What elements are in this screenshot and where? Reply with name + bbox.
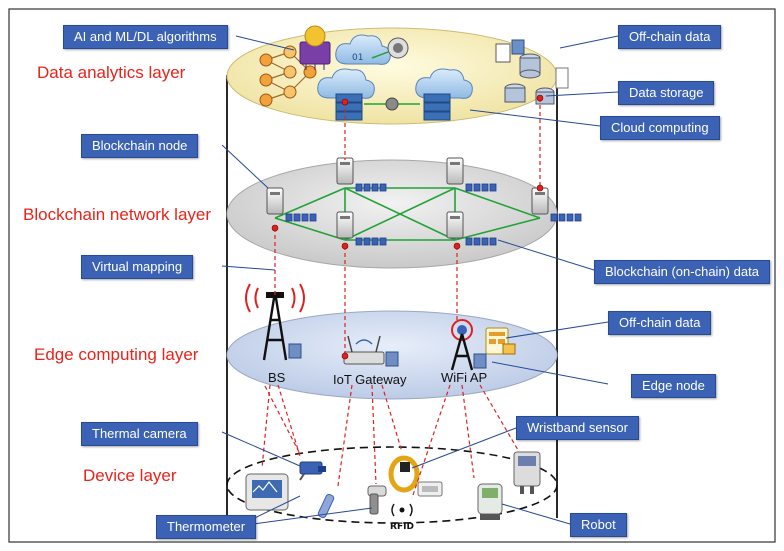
rfid-reader-icon — [417, 481, 443, 497]
robot-icon — [477, 483, 503, 520]
base-station-icon — [245, 283, 305, 361]
server-icon — [336, 157, 354, 185]
device-layer-title: Device layer — [83, 466, 177, 485]
callout-data-storage: Data storage — [618, 81, 715, 105]
data-storage-icon — [495, 39, 569, 105]
callout-edge-node: Edge node — [631, 374, 716, 398]
callout-robot: Robot — [570, 513, 627, 537]
neural-network-icon — [259, 45, 317, 107]
callout-offchain-data-edge: Off-chain data — [608, 311, 712, 335]
blockchain-ledger-blocks — [285, 183, 582, 246]
wifi-access-point-icon — [450, 319, 487, 371]
server-icon — [446, 157, 464, 185]
device-edge-arrows — [261, 384, 519, 499]
server-icon — [336, 211, 354, 239]
connection-dots — [271, 94, 544, 360]
server-icon — [266, 187, 284, 215]
thermometer-gun-icon — [367, 485, 387, 515]
blockchain-mesh-links — [274, 187, 541, 241]
data-analytics-layer-title: Data analytics layer — [37, 63, 186, 82]
callout-wristband-sensor: Wristband sensor — [516, 416, 639, 440]
outer-frame — [8, 8, 776, 543]
callout-offchain-data-top: Off-chain data — [618, 25, 722, 49]
cloud-computing-icon-left — [317, 68, 375, 121]
callout-cloud-computing: Cloud computing — [600, 116, 720, 140]
wifi-ap-label: WiFi AP — [441, 370, 488, 385]
cloud-computing-icon-right — [415, 68, 473, 121]
server-icon — [446, 211, 464, 239]
offchain-data-icon — [485, 327, 516, 355]
thermometer-icon — [317, 493, 335, 519]
wristband-sensor-icon — [388, 455, 420, 493]
callout-thermometer: Thermometer — [156, 515, 257, 539]
edge-computing-layer-title: Edge computing layer — [34, 345, 199, 364]
blockchain-network-layer-title: Blockchain network layer — [23, 205, 212, 224]
robot-head-icon — [371, 37, 409, 59]
rfid-tag-icon: RFID — [390, 503, 414, 532]
blockchain-nodes — [266, 157, 549, 239]
rfid-label: RFID — [390, 522, 414, 532]
iot-gateway-label: IoT Gateway — [333, 372, 407, 387]
callout-thermal-camera: Thermal camera — [81, 422, 198, 446]
cross-layer-connections — [274, 98, 541, 356]
svg-text:01: 01 — [352, 53, 363, 63]
callout-ai-ml-algorithms: AI and ML/DL algorithms — [63, 25, 228, 49]
router-icon — [385, 97, 399, 111]
monitor-device-icon — [245, 473, 289, 511]
ai-chip-icon — [299, 25, 331, 70]
callout-onchain-data: Blockchain (on-chain) data — [594, 260, 770, 284]
bs-label: BS — [268, 370, 286, 385]
iot-gateway-icon — [343, 335, 399, 367]
callout-virtual-mapping: Virtual mapping — [81, 255, 194, 279]
thermal-camera-icon — [299, 461, 326, 481]
callout-blockchain-node: Blockchain node — [81, 134, 199, 158]
medical-cart-icon — [513, 451, 541, 494]
server-icon — [531, 187, 549, 215]
device-layer-ellipse — [226, 446, 558, 524]
